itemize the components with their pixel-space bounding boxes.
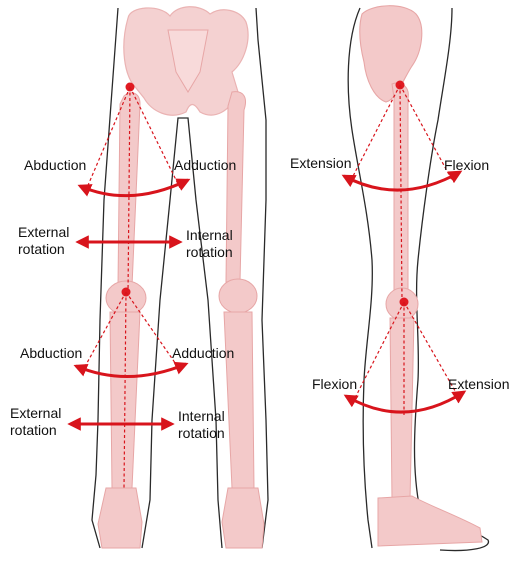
front-hip-adduction-label: Adduction (174, 157, 236, 174)
side-view-figure (344, 6, 488, 551)
side-tibia (390, 318, 414, 500)
front-hip-abduction-label: Abduction (24, 157, 86, 174)
front-knee-internal-rotation-label: Internal rotation (178, 408, 225, 442)
front-hip-internal-rotation-label: Internal rotation (186, 227, 233, 261)
side-foot (378, 496, 482, 546)
side-pelvis-bone (360, 6, 422, 102)
front-view-figure (70, 7, 268, 548)
front-knee-external-rotation-label: External rotation (10, 405, 61, 439)
side-hip-flexion-label: Flexion (444, 157, 489, 174)
right-tibia (224, 312, 254, 488)
side-hip-extension-label: Extension (290, 155, 351, 172)
left-foot (98, 488, 142, 548)
right-knee-bone (219, 279, 257, 313)
side-knee-flexion-label: Flexion (312, 376, 357, 393)
front-knee-adduction-label: Adduction (172, 345, 234, 362)
left-femur (118, 93, 140, 286)
right-foot (222, 488, 264, 548)
front-hip-external-rotation-label: External rotation (18, 224, 69, 258)
side-knee-extension-label: Extension (448, 376, 509, 393)
front-knee-abduction-label: Abduction (20, 345, 82, 362)
side-body-outline (348, 8, 488, 551)
